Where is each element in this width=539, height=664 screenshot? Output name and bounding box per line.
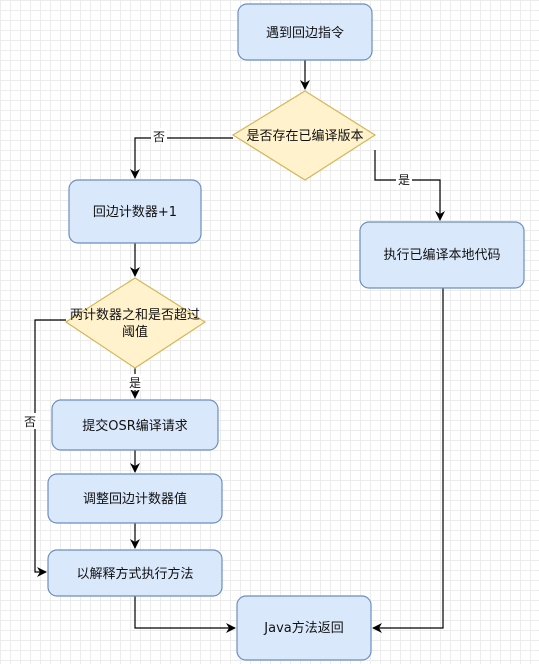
decision-threshold-label-line2: 阈值 bbox=[122, 324, 148, 340]
label-no-compiled: 否 bbox=[153, 130, 165, 144]
node-osr-submit-label: 提交OSR编译请求 bbox=[82, 418, 188, 434]
edge-threshold-no-to-interpret bbox=[34, 319, 66, 577]
node-exec-native-label: 执行已编译本地代码 bbox=[383, 248, 500, 263]
edge-decision-no-to-counter bbox=[130, 137, 233, 179]
node-interpret-label: 以解释方式执行方法 bbox=[76, 566, 193, 582]
label-no-threshold: 否 bbox=[24, 415, 36, 429]
edge-interpret-to-return bbox=[134, 596, 236, 633]
node-java-return-label: Java方法返回 bbox=[263, 620, 343, 636]
node-adjust-counter[interactable]: 调整回边计数器值 bbox=[47, 473, 223, 524]
decision-threshold-label-line1: 两计数器之和是否超过 bbox=[70, 308, 200, 323]
decision-has-compiled[interactable]: 是否存在已编译版本 bbox=[231, 90, 377, 181]
decision-has-compiled-label: 是否存在已编译版本 bbox=[246, 129, 363, 144]
label-yes-threshold: 是 bbox=[129, 376, 141, 390]
node-osr-submit[interactable]: 提交OSR编译请求 bbox=[51, 399, 219, 451]
edge-native-to-return bbox=[372, 288, 444, 633]
node-exec-native[interactable]: 执行已编译本地代码 bbox=[359, 221, 525, 289]
node-java-return[interactable]: Java方法返回 bbox=[236, 595, 372, 661]
edge-labels: 否 是 是 否 bbox=[22, 128, 412, 429]
node-start[interactable]: 遇到回边指令 bbox=[237, 3, 373, 61]
edges bbox=[34, 60, 445, 633]
node-counter-inc-label: 回边计数器+1 bbox=[93, 205, 177, 220]
node-start-label: 遇到回边指令 bbox=[266, 26, 344, 41]
label-yes-compiled: 是 bbox=[398, 173, 410, 187]
node-counter-inc[interactable]: 回边计数器+1 bbox=[68, 179, 202, 244]
node-adjust-counter-label: 调整回边计数器值 bbox=[83, 491, 187, 507]
node-interpret[interactable]: 以解释方式执行方法 bbox=[47, 549, 223, 597]
decision-threshold[interactable]: 两计数器之和是否超过 阈值 bbox=[64, 277, 207, 369]
